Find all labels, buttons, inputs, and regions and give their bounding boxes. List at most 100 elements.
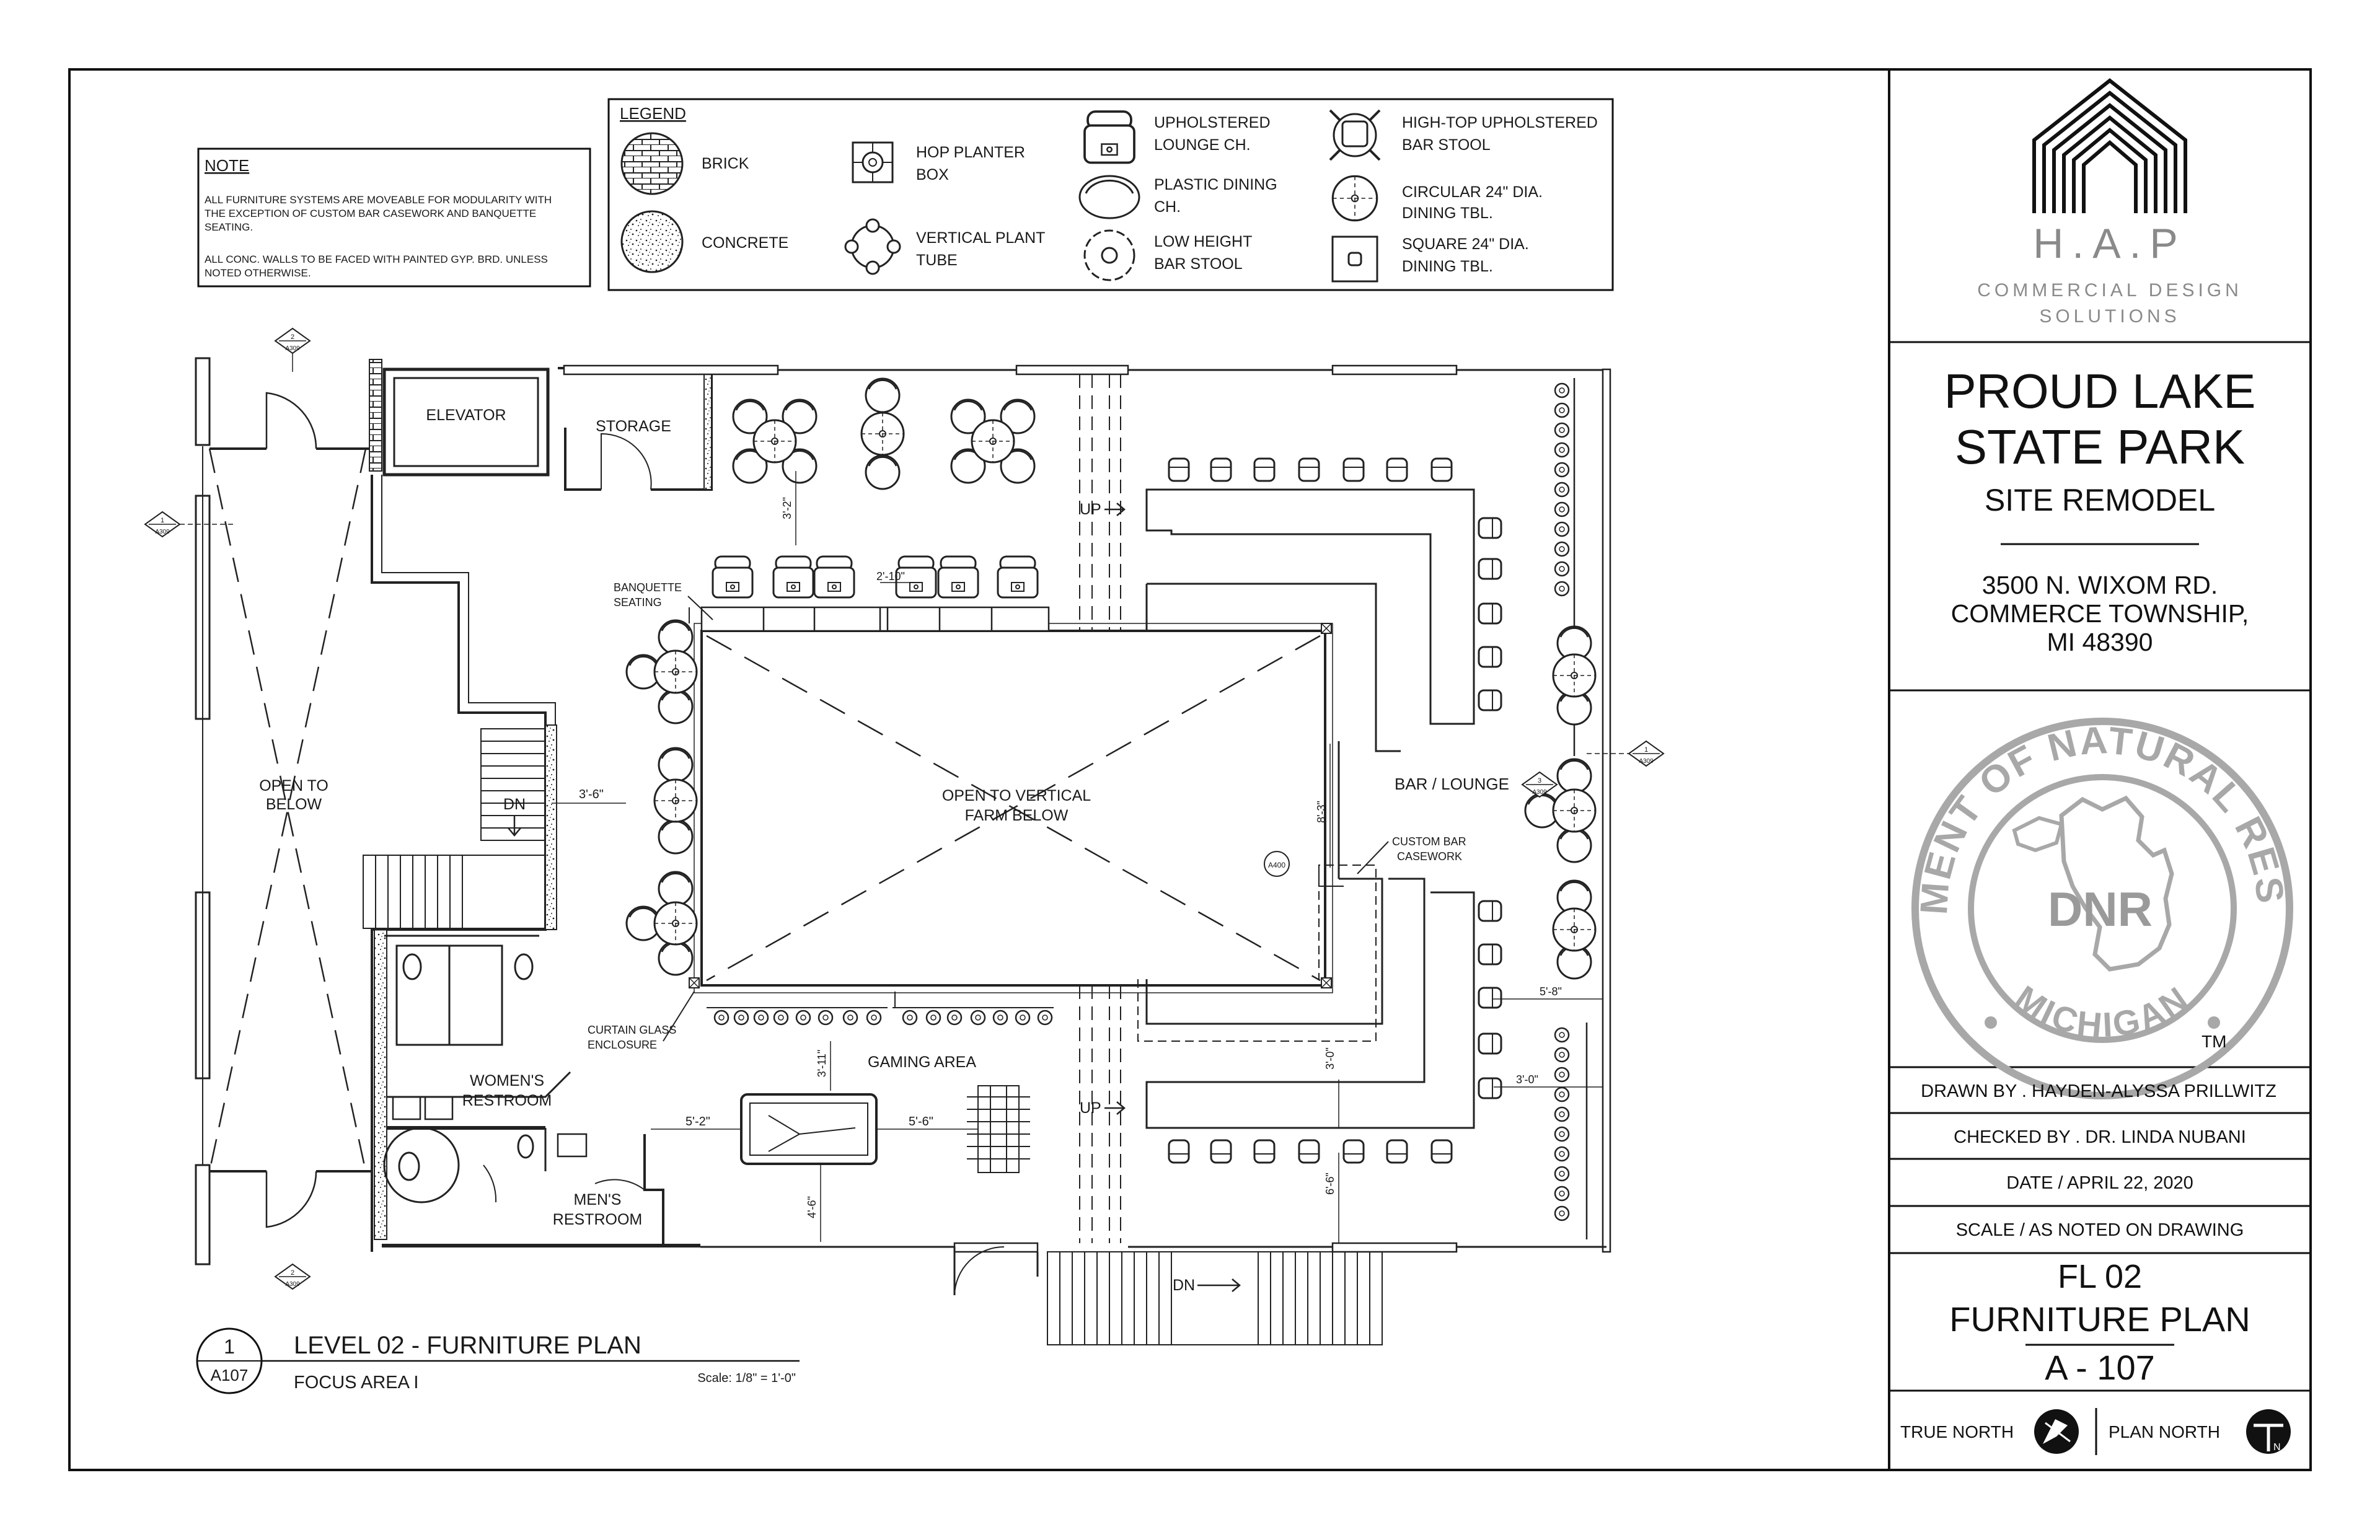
plastic-chair-icon	[1078, 175, 1140, 219]
section-sheet: A309	[1639, 758, 1654, 765]
open-below-label: BELOW	[266, 796, 322, 813]
dimension-label: 3'-0"	[1516, 1073, 1538, 1086]
ramp-up-label: UP	[1080, 1099, 1101, 1117]
door-swing	[265, 392, 317, 449]
ramp-up-label: UP	[1080, 501, 1101, 518]
legend-label: BOX	[916, 166, 949, 183]
banquette-seating	[700, 606, 1050, 632]
section-sheet: A309	[1532, 789, 1547, 796]
drawing-scale: Scale: 1/8" = 1'-0"	[697, 1371, 796, 1385]
dimension-label: 3'-0"	[1324, 1047, 1336, 1070]
leader-line	[663, 596, 713, 1042]
arrow-icon	[1197, 1278, 1241, 1292]
lounge-chairs	[712, 555, 1039, 599]
section-number: 3	[1538, 777, 1541, 785]
restroom-block	[374, 928, 700, 1247]
round-tables	[732, 377, 1036, 490]
brick-swatch	[620, 132, 684, 195]
checked-by: CHECKED BY . DR. LINDA NUBANI	[1954, 1127, 2246, 1147]
arrow-icon	[508, 816, 521, 837]
section-marker-north: 2 A309	[274, 327, 311, 372]
logo-tagline: SOLUTIONS	[2039, 306, 2180, 327]
trademark-mark: TM	[2202, 1032, 2226, 1051]
curtain-label: CURTAIN GLASS	[588, 1024, 676, 1036]
legend-label: HIGH-TOP UPHOLSTERED	[1402, 114, 1598, 131]
note-line: THE EXCEPTION OF CUSTOM BAR CASEWORK AND…	[205, 208, 536, 219]
section-marker-interior: 3 A309	[1521, 771, 1558, 798]
bar-stools-east-lower	[1478, 900, 1502, 1099]
legend-label: DINING TBL.	[1402, 258, 1493, 275]
plan-north-icon: N	[2246, 1409, 2291, 1454]
legend-label: DINING TBL.	[1402, 205, 1493, 222]
storage-label: STORAGE	[596, 418, 671, 435]
note-line: ALL CONC. WALLS TO BE FACED WITH PAINTED…	[205, 253, 548, 265]
legend-label: BAR STOOL	[1402, 136, 1491, 154]
womens-restroom-label: RESTROOM	[462, 1092, 552, 1109]
gaming-area-label: GAMING AREA	[868, 1054, 976, 1071]
low-stools	[713, 1010, 1053, 1026]
legend-label: LOUNGE CH.	[1154, 136, 1251, 154]
floor-plan: OPEN TO BELOW ELEVATOR STORAGE D	[144, 327, 1665, 1345]
legend-label: CIRCULAR 24" DIA.	[1402, 183, 1543, 201]
round-tables-west	[625, 619, 698, 976]
bar-stools-south	[1168, 1139, 1453, 1164]
dimension-label: 5'-8"	[1540, 985, 1562, 998]
company-logo-icon	[2032, 78, 2187, 213]
logo-wordmark: H.A.P	[2033, 220, 2187, 267]
dnr-seal-icon: DEPARTMENT OF NATURAL RESOURCES MICHIGAN	[0, 0, 2293, 1099]
note-line: SEATING.	[205, 221, 253, 233]
legend-label: CH.	[1154, 198, 1181, 216]
drawing-number: 1	[224, 1335, 235, 1358]
dimension-label: 3'-6"	[579, 788, 604, 801]
west-curtain-wall	[195, 357, 211, 1265]
dimension-label: 3'-11"	[816, 1050, 828, 1078]
brick-column	[369, 359, 382, 472]
arrow-icon	[1104, 503, 1126, 516]
north-letter: N	[2273, 1442, 2281, 1453]
legend-label: LOW HEIGHT	[1154, 233, 1252, 250]
dimension-label: 5'-6"	[909, 1115, 933, 1129]
hightop-stool-icon	[1329, 109, 1381, 161]
legend-label: BRICK	[702, 155, 749, 172]
leader-line	[1357, 841, 1389, 874]
door-swing	[265, 1171, 317, 1228]
section-marker-south: 2 A309	[274, 1263, 311, 1290]
section-number: 2	[291, 333, 294, 341]
svg-text:MICHIGAN: MICHIGAN	[2008, 978, 2197, 1045]
stair-run	[363, 728, 546, 929]
section-sheet: A309	[285, 345, 300, 352]
custom-bar-label: CUSTOM BAR	[1392, 835, 1466, 848]
square-table-icon	[1331, 235, 1378, 283]
vertical-plant-icon	[844, 218, 901, 275]
stair-dn-label: DN	[1173, 1277, 1195, 1294]
bar-stools-north	[1168, 457, 1453, 482]
legend-label: SQUARE 24" DIA.	[1402, 235, 1529, 253]
open-below-x	[208, 448, 367, 1172]
bar-lounge-label: BAR / LOUNGE	[1395, 775, 1509, 793]
legend-title: LEGEND	[620, 104, 686, 123]
dimension-label: 3'-2"	[781, 497, 793, 519]
drawn-by: DRAWN BY . HAYDEN-ALYSSA PRILLWITZ	[1921, 1081, 2276, 1101]
svg-text:DEPARTMENT OF NATURAL RESOURCE: DEPARTMENT OF NATURAL RESOURCES	[0, 0, 2290, 916]
dimension-label: 2'-10"	[876, 570, 905, 583]
note-box: NOTE ALL FURNITURE SYSTEMS ARE MOVEABLE …	[197, 147, 591, 288]
sheet-number: A - 107	[2045, 1348, 2154, 1387]
exterior-stair	[1047, 1251, 1383, 1345]
circular-table-icon	[1331, 175, 1378, 222]
detail-tag-label: A400	[1268, 861, 1285, 869]
dimensions	[552, 471, 1603, 1243]
open-below-label: OPEN TO	[259, 777, 328, 794]
round-tables-east	[1524, 625, 1597, 980]
legend-label: HOP PLANTER	[916, 144, 1025, 161]
seal-center-text: DNR	[2048, 882, 2153, 936]
sheet-border	[68, 68, 2312, 1471]
section-marker-west: 1 A309	[144, 511, 236, 538]
section-number: 1	[161, 517, 164, 524]
vertical-farm-label: OPEN TO VERTICAL	[942, 787, 1091, 804]
note-line: NOTED OTHERWISE.	[205, 267, 311, 279]
stair-dn-label: DN	[503, 796, 526, 813]
sheet-code: FL 02	[2058, 1258, 2142, 1295]
drawing-sheet-ref: A107	[211, 1366, 249, 1384]
concrete-swatch	[620, 210, 684, 273]
project-subtitle: SITE REMODEL	[1985, 483, 2215, 517]
